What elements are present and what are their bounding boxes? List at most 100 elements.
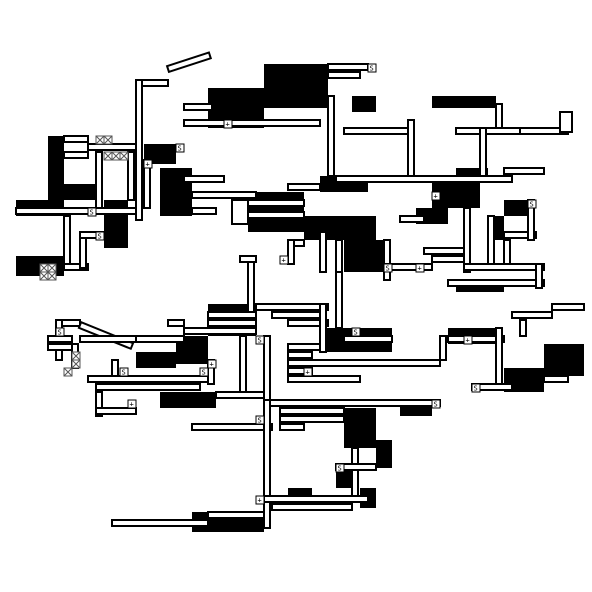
corridor (335, 239, 343, 273)
svg-text:S: S (122, 369, 126, 377)
stairs-marker: S (175, 143, 185, 153)
stairs-marker: S (87, 207, 97, 217)
corridor (431, 255, 465, 263)
corridor (183, 327, 257, 335)
corridor (263, 495, 369, 503)
svg-text:+: + (282, 257, 286, 265)
corridor (279, 423, 305, 431)
svg-text:S: S (98, 233, 102, 241)
corridor (519, 319, 527, 337)
corridor (87, 143, 137, 151)
room-far-right-mid-b (544, 344, 584, 376)
corridor (183, 103, 213, 111)
stairs-marker: S (335, 463, 345, 473)
stairs-marker: S (527, 199, 537, 209)
corridor (407, 119, 415, 177)
door-marker: + (127, 399, 137, 409)
room-mid-right-low (344, 240, 384, 272)
corridor (439, 335, 447, 361)
corridor (167, 319, 185, 327)
svg-text:+: + (434, 193, 438, 201)
corridor (455, 127, 521, 135)
corridor (263, 335, 271, 401)
svg-text:+: + (210, 361, 214, 369)
stairs-marker: S (367, 63, 377, 73)
corridor (319, 303, 327, 353)
room-lower-center (344, 408, 376, 448)
corridor (191, 191, 257, 199)
corridor (503, 167, 545, 175)
svg-text:S: S (58, 329, 62, 337)
door-marker: + (207, 359, 217, 369)
corridor (399, 215, 425, 223)
stairs-marker: S (55, 327, 65, 337)
corridor (247, 211, 305, 219)
corridor (495, 327, 503, 385)
room-top-center-large (264, 64, 328, 108)
corridor (127, 151, 135, 201)
corridor (287, 359, 441, 367)
corridor (279, 415, 345, 423)
corridor (511, 311, 553, 319)
corridor (239, 255, 257, 263)
corridor (239, 335, 247, 393)
svg-text:S: S (530, 201, 534, 209)
corridor (327, 95, 335, 177)
corridor (207, 511, 265, 519)
corridor (287, 351, 313, 359)
door-marker: + (255, 495, 265, 505)
corridor (351, 447, 359, 497)
room-mid-left (136, 352, 176, 368)
corridor (271, 311, 321, 319)
corridor (63, 263, 89, 271)
stairs-marker: S (383, 263, 393, 273)
stairs-marker: S (255, 415, 265, 425)
room-top-right-small (352, 96, 376, 112)
door-marker: + (303, 367, 313, 377)
corridor (503, 239, 511, 265)
corridor (447, 335, 505, 343)
door-marker: + (415, 263, 425, 273)
room-right-c (504, 200, 528, 216)
corridor (287, 183, 321, 191)
corridor (231, 199, 249, 225)
svg-text:S: S (178, 145, 182, 153)
corridor (63, 135, 89, 143)
corridor (135, 335, 185, 343)
corridor (247, 255, 255, 313)
corridor (15, 207, 137, 215)
corridor (535, 263, 543, 289)
svg-text:S: S (370, 65, 374, 73)
svg-text:S: S (90, 209, 94, 217)
corridor (287, 319, 329, 327)
door-marker: + (143, 159, 153, 169)
corridor (191, 207, 217, 215)
corridor (319, 231, 327, 273)
markers-layer: S S S S S S S S (55, 63, 537, 505)
corridor (63, 215, 71, 265)
svg-text:+: + (130, 401, 134, 409)
corridor (287, 343, 321, 351)
corridor (495, 103, 503, 129)
stairs-marker: S (431, 399, 441, 409)
door-marker: + (463, 335, 473, 345)
corridor (543, 375, 569, 383)
corridor (111, 519, 209, 527)
stairs-marker: S (471, 383, 481, 393)
room-far-right-top (432, 96, 496, 108)
corridor (95, 151, 103, 209)
corridor (343, 335, 393, 343)
stairs-marker: S (351, 327, 361, 337)
stairs-marker: S (255, 335, 265, 345)
room-center-right (304, 216, 376, 240)
corridor (327, 63, 369, 71)
svg-text:S: S (258, 417, 262, 425)
corridor (63, 151, 89, 159)
door-marker: + (431, 191, 441, 201)
svg-text:S: S (202, 369, 206, 377)
svg-text:S: S (434, 401, 438, 409)
door-marker: + (279, 255, 289, 265)
corridor (47, 335, 73, 343)
corridor (183, 175, 225, 183)
corridor (335, 175, 513, 183)
